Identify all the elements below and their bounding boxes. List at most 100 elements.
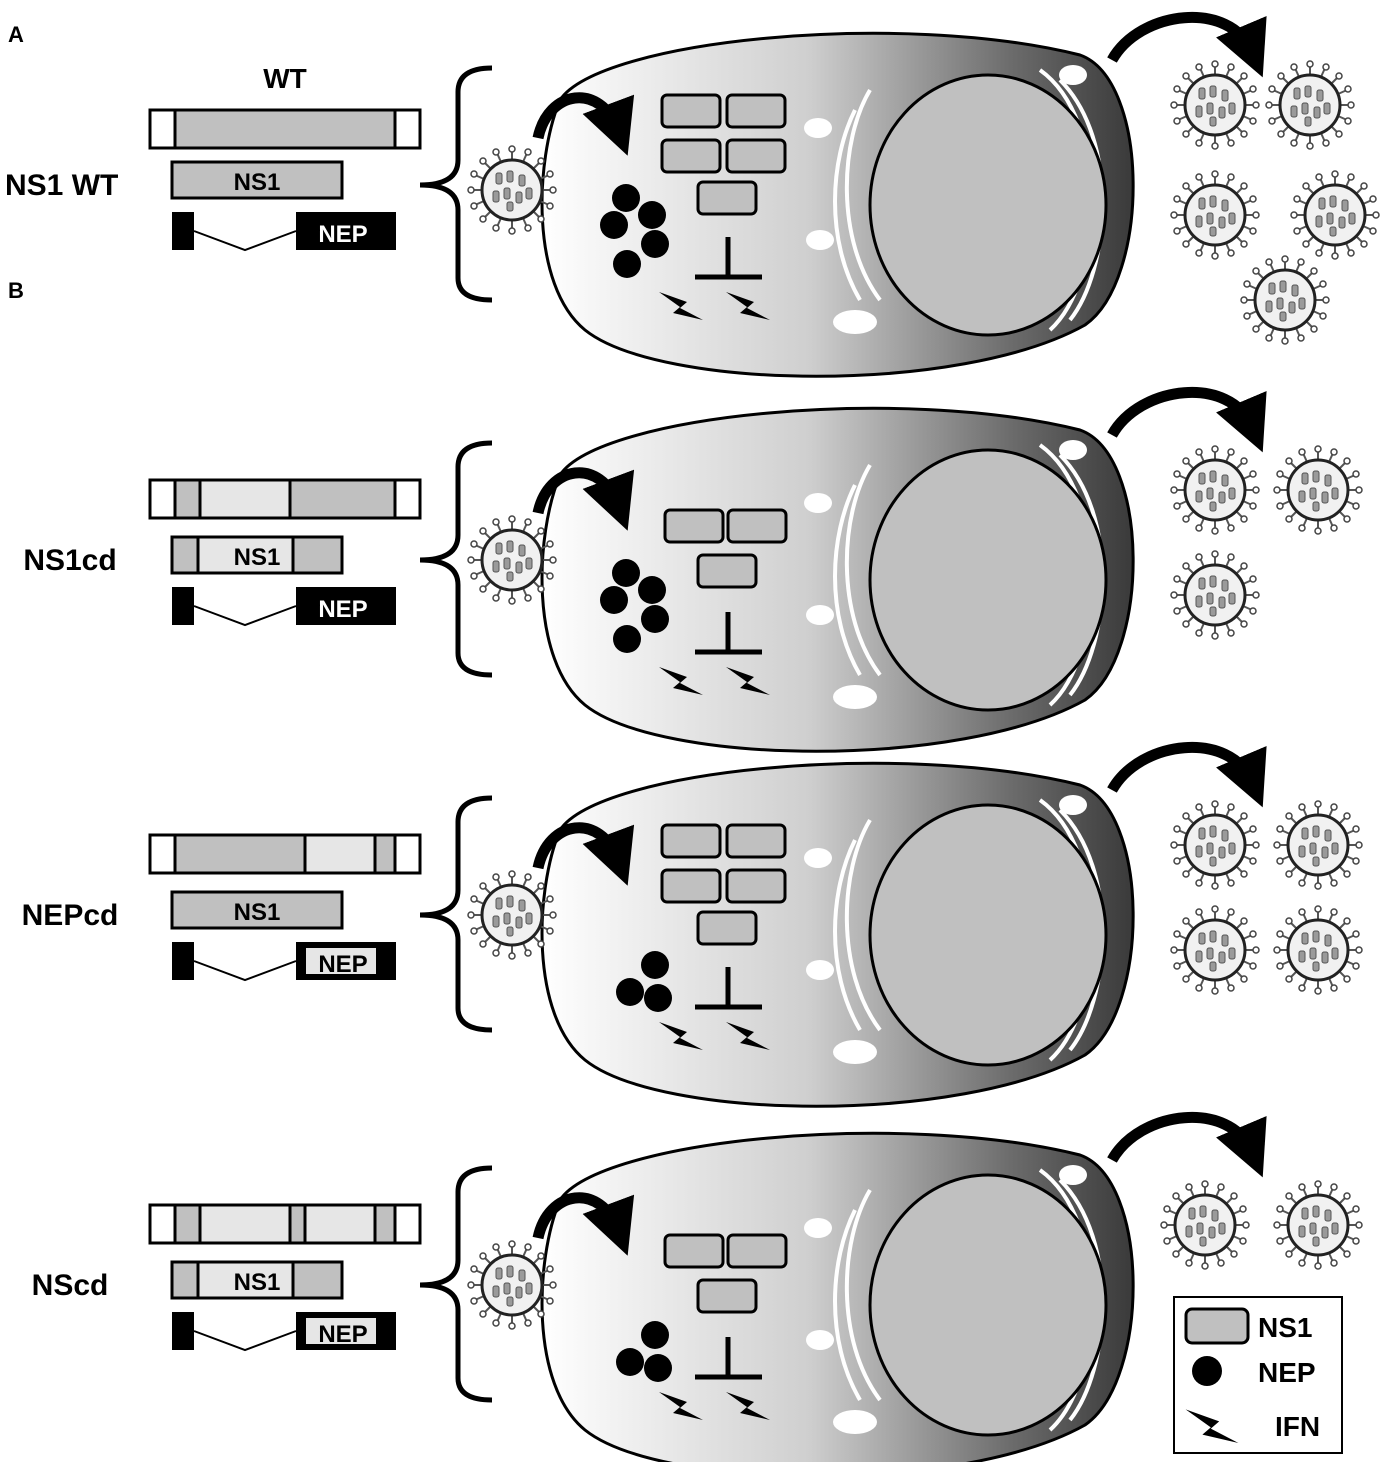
vesicle: [1059, 795, 1087, 815]
exit-arrow: [1107, 741, 1267, 808]
progeny-virion: [1264, 59, 1356, 151]
nep-protein-label: NEP: [318, 596, 367, 623]
progeny-virion: [1272, 444, 1364, 536]
er-membrane: [844, 88, 882, 302]
vesicle: [1059, 440, 1087, 460]
row-label: NEPcd: [22, 899, 119, 932]
ns-segment-coding: [173, 108, 397, 150]
progeny-virion: [1169, 169, 1261, 261]
ns1-protein: [660, 138, 722, 174]
er-membrane: [844, 1188, 882, 1402]
nep-protein: [613, 625, 641, 653]
vesicle: [833, 310, 877, 334]
vesicle: [833, 1040, 877, 1064]
vesicle: [1059, 1165, 1087, 1185]
ns1-protein: [696, 1278, 758, 1314]
progeny-virion: [1169, 444, 1261, 536]
brace: [419, 795, 493, 1033]
nucleus: [868, 73, 1108, 337]
ns1-protein: [660, 868, 722, 904]
exit-arrow: [1107, 1111, 1267, 1178]
legend-ifn-label: IFN: [1275, 1411, 1320, 1442]
nep-protein: [612, 184, 640, 212]
nep-protein: [641, 605, 669, 633]
brace: [419, 65, 493, 303]
vesicle: [1059, 65, 1087, 85]
nep-intron: [193, 605, 297, 627]
nep-intron: [193, 960, 297, 982]
nep-protein: [616, 978, 644, 1006]
nep-exon2-deopt: [304, 946, 378, 976]
vesicle: [804, 1218, 832, 1238]
ns1-protein: [660, 823, 722, 859]
progeny-virion: [1159, 1179, 1251, 1271]
exit-arrow: [1107, 386, 1267, 453]
ns1-protein: [660, 93, 722, 129]
nep-deopt-region: [303, 833, 377, 875]
ns1-protein-bar: [170, 890, 344, 930]
wt-segment-label: WT: [263, 63, 307, 94]
ns1-protein: [725, 868, 787, 904]
ns1-protein: [725, 138, 787, 174]
vesicle: [806, 1330, 834, 1350]
nep-protein: [616, 1348, 644, 1376]
er-membrane: [844, 818, 882, 1032]
progeny-virion: [1169, 59, 1261, 151]
nucleus: [868, 803, 1108, 1067]
nucleus: [868, 448, 1108, 712]
nep-protein: [641, 1321, 669, 1349]
er-membrane: [833, 839, 862, 1032]
ns1-protein-bar: [170, 160, 344, 200]
er-membrane: [833, 1209, 862, 1402]
ns1-deopt-region: [198, 478, 292, 520]
legend-nep-label: NEP: [1258, 1357, 1316, 1388]
vesicle: [833, 685, 877, 709]
panel-a-letter: A: [8, 22, 24, 47]
ns1-deopt-region: [198, 1203, 292, 1245]
ns1-protein: [663, 1233, 725, 1269]
ns1-protein: [725, 823, 787, 859]
er-membrane: [833, 109, 862, 302]
vesicle: [806, 960, 834, 980]
infecting-virion: [466, 869, 558, 961]
nep-protein-label: NEP: [318, 221, 367, 248]
ns1-protein-label: NS1: [234, 899, 281, 926]
progeny-virion: [1272, 1179, 1364, 1271]
nep-exon2: [296, 212, 396, 250]
entry-arrow: [532, 92, 635, 156]
progeny-virion: [1169, 799, 1261, 891]
nep-protein: [644, 1354, 672, 1382]
progeny-virion: [1272, 799, 1364, 891]
panel-b-letter: B: [8, 278, 24, 303]
brace: [419, 1165, 493, 1403]
nep-protein: [600, 586, 628, 614]
ns1-protein: [696, 910, 758, 946]
infecting-virion: [466, 144, 558, 236]
nep-protein: [613, 250, 641, 278]
infecting-virion: [466, 514, 558, 606]
exit-arrow: [1107, 11, 1267, 78]
nep-intron: [193, 1330, 297, 1352]
vesicle: [806, 230, 834, 250]
nep-intron: [193, 230, 297, 252]
nep-protein: [641, 230, 669, 258]
er-membrane: [833, 484, 862, 677]
progeny-virion: [1289, 169, 1380, 261]
legend: NS1 NEP IFN: [1173, 1296, 1343, 1454]
nep-protein: [612, 559, 640, 587]
nep-exon1: [172, 942, 194, 980]
vesicle: [806, 605, 834, 625]
ns1-protein: [725, 93, 787, 129]
row-label: NScd: [32, 1269, 109, 1302]
nep-protein-label: NEP: [318, 1321, 367, 1348]
nucleus: [868, 1173, 1108, 1437]
nep-exon1: [172, 1312, 194, 1350]
progeny-virion: [1169, 549, 1261, 641]
infecting-virion: [466, 1239, 558, 1331]
nep-protein: [638, 576, 666, 604]
